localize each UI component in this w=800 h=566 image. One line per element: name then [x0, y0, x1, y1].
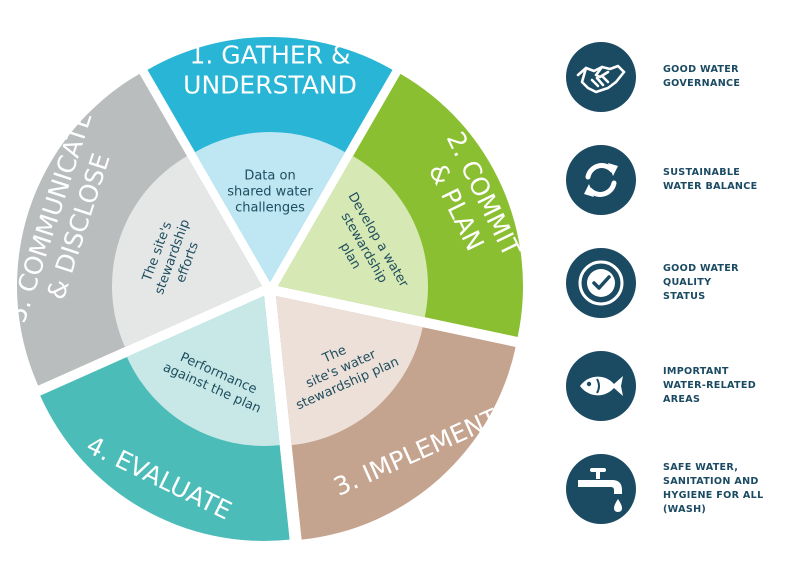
segment-inner-label-line: Data on [244, 169, 295, 184]
segment-inner-implement [276, 296, 423, 446]
segment-inner-label-line: challenges [235, 201, 305, 216]
goal-label: IMPORTANT WATER-RELATED AREAS [663, 366, 756, 405]
segment-inner-commit [278, 156, 429, 318]
segment-outer-label: 1. GATHER &UNDERSTAND [183, 41, 357, 100]
segment-inner-evaluate [126, 296, 280, 446]
goal-good-water-quality-status: GOOD WATER QUALITY STATUS [566, 248, 792, 318]
goal-badge [566, 454, 636, 524]
segment-outer-label-line: 1. GATHER & [189, 41, 350, 70]
handshake-icon [576, 64, 626, 94]
segment-inner-gather [195, 132, 345, 282]
goal-label: SUSTAINABLE WATER BALANCE [663, 167, 758, 192]
goal-label: SAFE WATER, SANITATION AND HYGIENE FOR A… [663, 462, 764, 515]
goal-badge [566, 145, 636, 215]
segment-inner-communicate [112, 156, 262, 348]
goal-safe-water-sanitation-hygiene: SAFE WATER, SANITATION AND HYGIENE FOR A… [566, 454, 792, 524]
water-tap-icon [578, 468, 622, 512]
goal-good-water-governance: GOOD WATER GOVERNANCE [566, 42, 792, 112]
goal-label: GOOD WATER QUALITY STATUS [663, 263, 739, 302]
fish-icon [580, 376, 623, 396]
recycle-arrows-icon [584, 163, 618, 197]
goal-badge [566, 248, 636, 318]
segment-inner-label-line: shared water [227, 185, 313, 200]
goal-badge [566, 351, 636, 421]
goal-label: GOOD WATER GOVERNANCE [663, 64, 741, 89]
goal-important-water-related-areas: IMPORTANT WATER-RELATED AREAS [566, 351, 792, 421]
goal-badge [566, 42, 636, 112]
goal-sustainable-water-balance: SUSTAINABLE WATER BALANCE [566, 145, 792, 215]
segment-outer-label-line: UNDERSTAND [183, 71, 357, 100]
quality-check-icon [578, 260, 624, 306]
